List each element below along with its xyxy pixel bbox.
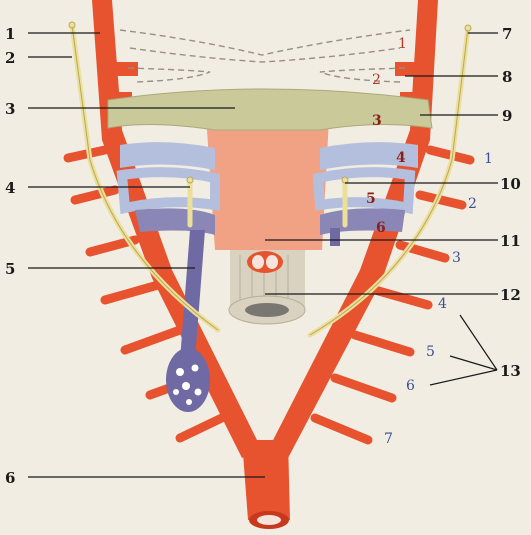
label-8: 8 <box>502 68 512 86</box>
right-pulmonary-stub <box>330 228 340 246</box>
right-vagus-nerve <box>310 28 468 335</box>
label-13: 13 <box>500 362 521 380</box>
arch-number-1: 1 <box>398 36 407 52</box>
label-9: 9 <box>502 107 512 125</box>
arch-number-2: 2 <box>372 72 381 88</box>
arch-number-6: 6 <box>376 220 386 236</box>
segmental-artery <box>75 190 115 200</box>
label-10: 10 <box>500 175 521 193</box>
arch-number-4: 4 <box>396 150 406 166</box>
label-6: 6 <box>5 469 15 487</box>
label-12: 12 <box>500 286 521 304</box>
cross-section <box>247 251 283 273</box>
segmental-number-6: 6 <box>406 378 415 394</box>
segmental-artery <box>355 335 410 352</box>
segmental-number-1: 1 <box>484 151 493 167</box>
label-11: 11 <box>500 232 521 250</box>
segmental-number-2: 2 <box>468 196 477 212</box>
nerve-end <box>69 22 75 28</box>
nerve-end <box>465 25 471 31</box>
segmental-number-5: 5 <box>426 344 435 360</box>
regressed-arches <box>120 30 410 82</box>
label-2: 2 <box>5 49 15 67</box>
arch-stub <box>112 62 138 76</box>
arch-number-5: 5 <box>366 191 376 207</box>
label-7: 7 <box>502 25 512 43</box>
label-5: 5 <box>5 260 15 278</box>
segmental-artery <box>180 415 228 438</box>
third-arch <box>108 89 432 130</box>
left-labels: 1 2 3 4 5 6 <box>5 25 15 487</box>
segmental-number-7: 7 <box>384 431 393 447</box>
descending-aorta <box>242 440 290 520</box>
segmental-artery <box>315 418 368 440</box>
aorta-lumen-inner <box>257 515 281 525</box>
segmental-artery <box>335 378 392 398</box>
segmental-number-3: 3 <box>452 250 461 266</box>
arch-stub <box>395 62 421 76</box>
right-labels: 7 8 9 10 11 12 13 <box>500 25 521 380</box>
label-4: 4 <box>5 179 15 197</box>
segmental-artery <box>125 330 180 350</box>
segmental-artery <box>105 285 158 300</box>
arch-number-3: 3 <box>372 113 382 129</box>
nerve-end <box>187 177 193 183</box>
fourth-arch <box>120 142 215 170</box>
nerve-end <box>342 177 348 183</box>
segmental-artery <box>375 290 428 305</box>
segmental-number-4: 4 <box>438 296 447 312</box>
label-3: 3 <box>5 100 15 118</box>
label-1: 1 <box>5 25 15 43</box>
